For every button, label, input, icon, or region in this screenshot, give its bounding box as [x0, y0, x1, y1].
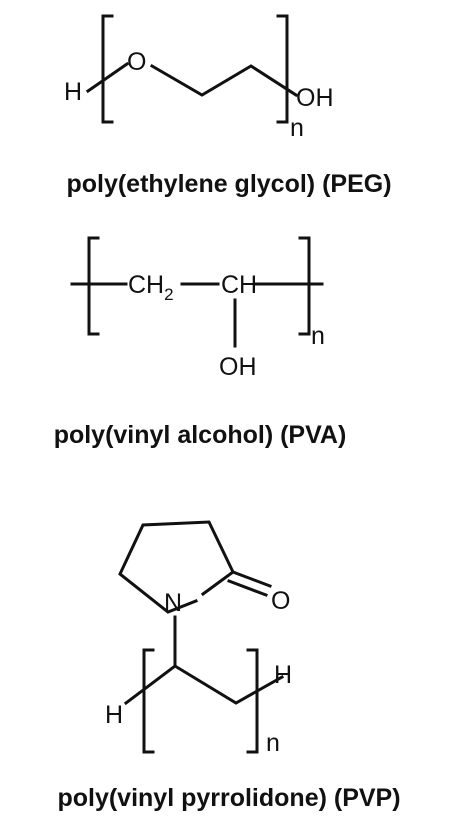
pva-ch2-subscript: 2	[164, 285, 173, 304]
pva-caption: poly(vinyl alcohol) (PVA)	[54, 421, 347, 449]
peg-left-bracket	[101, 14, 114, 124]
pvp-nitrogen: N	[164, 589, 182, 617]
peg-oh-right: OH	[296, 84, 334, 112]
peg-subscript-n: n	[290, 114, 304, 142]
pva-subscript-n: n	[311, 322, 325, 350]
pvp-caption: poly(vinyl pyrrolidone) (PVP)	[57, 784, 400, 812]
pvp-carbonyl-bond-1	[231, 570, 272, 588]
pva-ch2: CH2	[128, 271, 174, 304]
pvp-carbonyl-oxygen: O	[271, 587, 290, 615]
pvp-h-left: H	[105, 701, 123, 729]
pvp-structure: N O H H n	[105, 520, 292, 757]
pva-ch2-main: CH	[128, 271, 164, 299]
peg-caption: poly(ethylene glycol) (PEG)	[66, 170, 391, 198]
peg-h-left: H	[64, 78, 82, 106]
pva-structure: CH2 CH OH n	[70, 236, 325, 381]
pvp-h-right: H	[274, 661, 292, 689]
pva-left-bracket	[87, 236, 100, 336]
pva-right-bracket	[298, 236, 311, 336]
pva-oh: OH	[219, 353, 257, 381]
pvp-right-bracket	[246, 648, 259, 754]
peg-oxygen: O	[127, 48, 146, 76]
peg-chain-bonds	[149, 63, 299, 98]
pvp-carbonyl-bond-2	[227, 579, 268, 597]
peg-structure: H O OH n	[64, 14, 334, 142]
pvp-left-bracket	[142, 648, 155, 754]
pvp-backbone-bonds	[123, 664, 285, 706]
peg-bond-h-o	[85, 61, 130, 94]
pvp-subscript-n: n	[266, 729, 280, 757]
peg-right-bracket	[276, 14, 289, 124]
pva-ch: CH	[221, 271, 257, 299]
